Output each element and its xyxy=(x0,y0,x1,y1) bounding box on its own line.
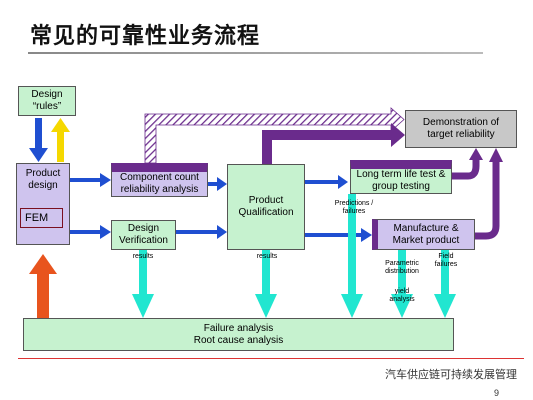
title-divider xyxy=(28,52,483,54)
blue-arrow-to-component xyxy=(70,173,111,187)
product-design-box: Product design xyxy=(16,163,70,245)
design-rules-box: Design “rules” xyxy=(18,86,76,116)
fem-label: FEM xyxy=(25,212,49,224)
product-design-label: Product design xyxy=(25,168,61,191)
product-qualification-box: Product Qualification xyxy=(227,164,305,250)
blue-arrow-to-qualification-top xyxy=(208,177,227,191)
predictions-failures-label: Predictions / failures xyxy=(334,200,374,215)
failure-analysis-label: Failure analysis xyxy=(203,322,274,334)
long-term-life-test-box: Long term life test & group testing xyxy=(350,160,452,194)
blue-arrow-to-qualification-bottom xyxy=(176,225,227,239)
hatched-arrow xyxy=(144,107,405,164)
demonstration-box: Demonstration of target reliability xyxy=(405,110,517,148)
yield-analysis-label: yield analysis xyxy=(389,288,415,303)
blue-down-arrow xyxy=(29,118,48,162)
component-count-box: Component count reliability analysis xyxy=(111,163,208,197)
cyan-arrow-results-2 xyxy=(255,250,277,318)
yellow-up-arrow xyxy=(51,118,70,162)
blue-arrow-to-longterm xyxy=(305,175,348,189)
cyan-arrow-results-1 xyxy=(132,248,154,318)
page-title: 常见的可靠性业务流程 xyxy=(30,24,261,49)
product-qualification-label: Product Qualification xyxy=(238,195,294,218)
footer-divider xyxy=(18,358,524,359)
orange-up-arrow xyxy=(29,254,57,320)
long-term-life-test-label: Long term life test & group testing xyxy=(356,169,446,192)
blue-arrow-to-manufacture xyxy=(305,228,372,242)
cyan-arrow-parametric xyxy=(391,250,413,318)
fem-box: FEM xyxy=(20,208,63,228)
results-label-1: results xyxy=(132,253,154,260)
root-cause-label: Root cause analysis xyxy=(193,334,284,346)
blue-arrow-to-verification xyxy=(70,225,111,239)
design-rules-label: Design “rules” xyxy=(31,89,63,112)
watermark-text: 汽车供应链可持续发展管理 xyxy=(385,368,517,381)
design-verification-label: Design Verification xyxy=(119,223,168,246)
failure-analysis-box: Failure analysis Root cause analysis xyxy=(23,318,454,351)
purple-arrow-longterm xyxy=(452,148,483,180)
field-failures-label: Field failures xyxy=(434,253,458,268)
cyan-arrow-longterm xyxy=(341,194,363,318)
component-count-label: Component count reliability analysis xyxy=(120,172,199,195)
parametric-distribution-label: Parametric distribution xyxy=(385,260,419,275)
manufacture-market-label: Manufacture & Market product xyxy=(392,222,460,246)
purple-arrow-manufacture xyxy=(475,148,503,240)
cyan-arrow-field xyxy=(434,250,456,318)
results-label-2: results xyxy=(256,253,278,260)
design-verification-box: Design Verification xyxy=(111,220,176,250)
demonstration-label: Demonstration of target reliability xyxy=(422,117,500,140)
manufacture-market-box: Manufacture & Market product xyxy=(372,219,475,250)
page-number: 9 xyxy=(493,388,499,398)
purple-arrow-qualification xyxy=(262,123,405,164)
